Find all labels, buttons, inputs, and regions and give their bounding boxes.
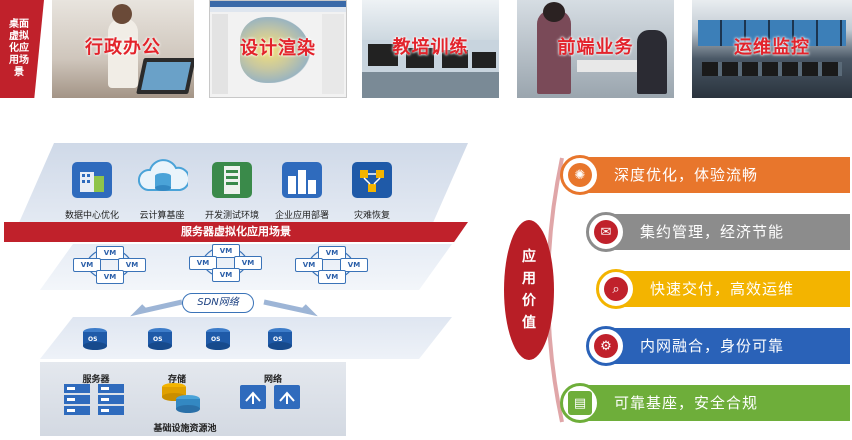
vm-node: VM (318, 270, 346, 284)
infra-label-storage: 存储 (167, 375, 186, 385)
sdn-network: SDN网络 (182, 293, 254, 313)
vm-node: VM (318, 246, 346, 260)
value-item-3-badge: ⌕ (596, 269, 636, 309)
vm-node: VM (73, 258, 101, 272)
vm-node: VM (212, 244, 240, 258)
value-item-4-badge: ⚙ (586, 326, 626, 366)
disaster-recovery-icon (350, 160, 394, 200)
server-rack-icon (64, 384, 124, 415)
vm-node: VM (118, 258, 146, 272)
scenario-label-design: 设计渲染 (240, 38, 316, 59)
search-icon: ⌕ (604, 277, 628, 301)
sdn-arrows (130, 299, 318, 317)
infra-label-network: 网络 (263, 375, 282, 385)
vm-node: VM (234, 256, 262, 270)
os-disk-icon (145, 326, 175, 352)
scenario-photo-monitoring: 运维监控 (692, 0, 852, 98)
os-disk-icon (80, 326, 110, 352)
storage-icon (162, 383, 200, 413)
os-plane (40, 317, 452, 359)
value-title-oval: 应用价值 (504, 220, 554, 360)
infrastructure-pool-title: 基础设施资源池 (153, 424, 217, 434)
scenario-label-training: 教培训练 (392, 37, 469, 58)
vm-node: VM (295, 258, 323, 272)
app-label-datacenter: 数据中心优化 (64, 211, 119, 221)
lightbulb-icon: ✺ (568, 163, 592, 187)
scenario-label-frontend: 前端业务 (557, 37, 634, 58)
gear-icon: ⚙ (594, 334, 618, 358)
vm-node: VM (212, 268, 240, 282)
value-item-5: 可靠基座，安全合规 (580, 385, 850, 421)
value-item-2: 集约管理，经济节能 (606, 214, 850, 250)
value-item-4: 内网融合，身份可靠 (606, 328, 850, 364)
scenario-photo-frontend: 前端业务 (517, 0, 674, 98)
value-item-2-badge: ✉ (586, 212, 626, 252)
os-disk-label: OS (88, 336, 98, 343)
os-disk-label: OS (273, 336, 283, 343)
value-item-1: 深度优化，体验流畅 (580, 157, 850, 193)
server-virtualization-banner: 服务器虚拟化应用场景 (4, 222, 468, 242)
dev-test-icon (210, 160, 254, 200)
scenario-photo-office: 行政办公 (52, 0, 194, 98)
value-item-5-badge: ▤ (560, 383, 600, 423)
enterprise-app-icon (280, 160, 324, 200)
vm-node: VM (96, 270, 124, 284)
value-item-1-badge: ✺ (560, 155, 600, 195)
app-label-recovery: 灾难恢复 (353, 211, 390, 221)
cloud-database-icon (138, 156, 191, 202)
scenario-photo-design: 设计渲染 (209, 0, 347, 98)
os-disk-icon (203, 326, 233, 352)
document-icon: ▤ (568, 391, 592, 415)
os-disk-label: OS (153, 336, 163, 343)
scenario-photo-training: 教培训练 (362, 0, 499, 98)
os-disk-icon (265, 326, 295, 352)
scenario-label-monitoring: 运维监控 (734, 37, 810, 58)
desktop-virtualization-label: 桌面虚拟化应用场景 (0, 0, 44, 98)
infra-label-server: 服务器 (82, 375, 110, 385)
network-switch-icon (240, 385, 300, 409)
os-disk-label: OS (211, 336, 221, 343)
app-label-cloud: 云计算基座 (139, 211, 185, 221)
vm-node: VM (340, 258, 368, 272)
value-item-3: 快速交付，高效运维 (616, 271, 850, 307)
app-label-enterprise: 企业应用部署 (274, 211, 329, 221)
mail-icon: ✉ (594, 220, 618, 244)
vm-node: VM (189, 256, 217, 270)
vm-node: VM (96, 246, 124, 260)
app-label-devtest: 开发测试环境 (204, 211, 259, 221)
datacenter-icon (70, 160, 114, 200)
scenario-label-office: 行政办公 (85, 37, 161, 58)
